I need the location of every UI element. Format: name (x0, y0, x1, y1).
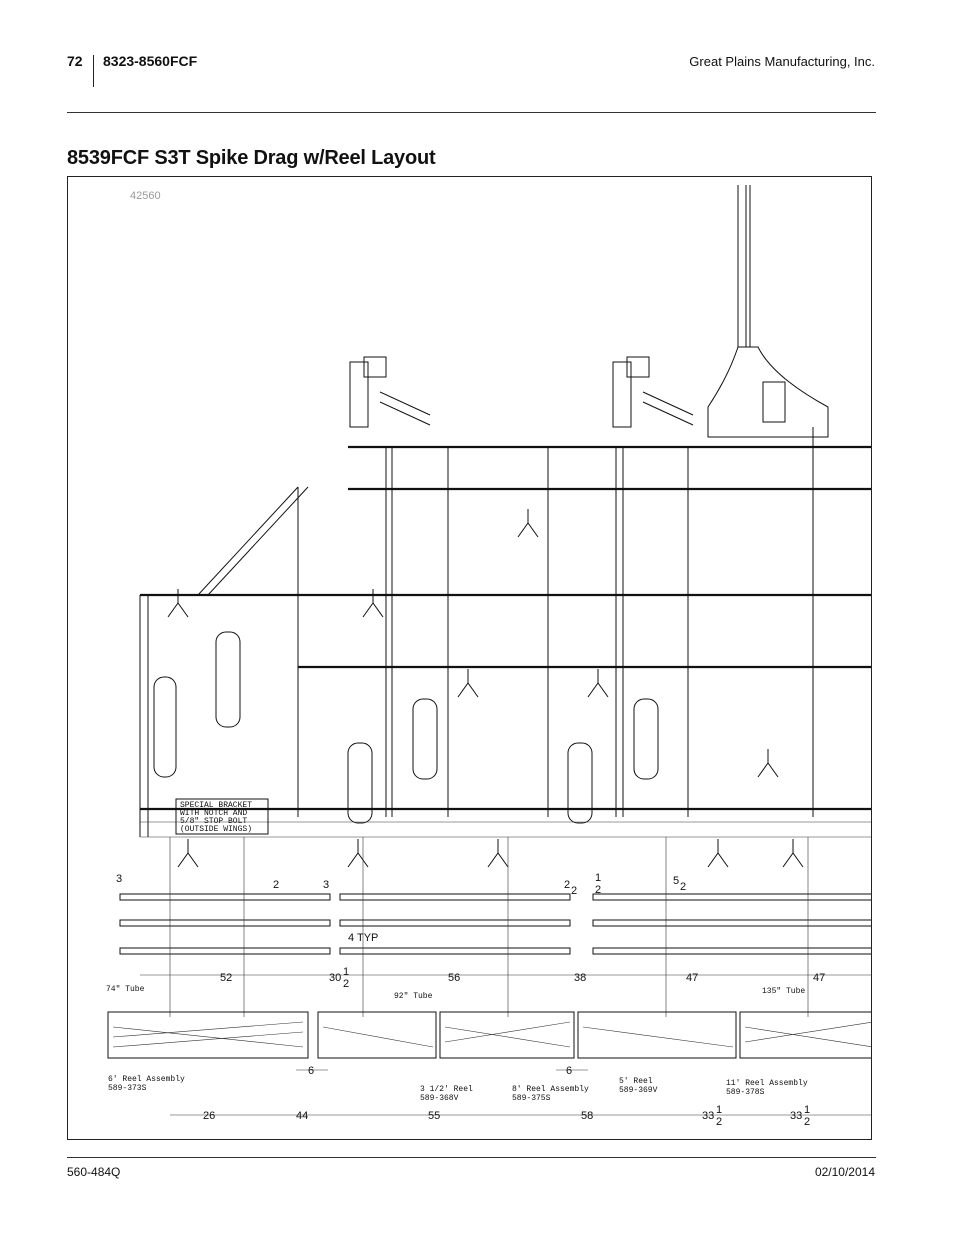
page-title: 8539FCF S3T Spike Drag w/Reel Layout (67, 147, 436, 169)
dim-row2-2: 44 (296, 1110, 308, 1122)
reel-35-name: 3 1/2' Reel (420, 1085, 473, 1094)
reel-11-name: 11' Reel Assembly (726, 1079, 808, 1088)
dim-3a: 3 (116, 873, 122, 885)
tube-135-label: 135" Tube (762, 987, 805, 996)
reel-6-name: 6' Reel Assembly (108, 1075, 185, 1084)
dim-row1-1: 52 (220, 972, 232, 984)
harrow-bars (119, 893, 871, 955)
dim-row2-1: 26 (203, 1110, 215, 1122)
dim-row1-2-den: 2 (343, 978, 349, 990)
lift-tower-left (349, 356, 431, 428)
document-number: 560-484Q (67, 1165, 121, 1179)
model-number: 8323-8560FCF (103, 53, 198, 69)
dim-row2-5-num: 1 (716, 1104, 722, 1116)
dim-2a: 2 (273, 879, 279, 891)
figure-frame: 42560 (67, 176, 872, 1140)
tube-74-label: 74" Tube (106, 985, 145, 994)
revision-date: 02/10/2014 (814, 1165, 875, 1179)
header-rule (67, 112, 876, 113)
dim-row1-3: 56 (448, 972, 460, 984)
dim-5-frac: 2 (680, 881, 686, 893)
gap-6a: 6 (308, 1065, 314, 1077)
reel-assemblies (107, 1011, 871, 1059)
lift-tower-right (612, 356, 694, 428)
hitch-tongue (707, 185, 829, 438)
spike-clusters (167, 509, 804, 868)
reel-6-part: 589-373S (108, 1084, 147, 1093)
bracket-note-line-3: 5/8" STOP BOLT (180, 817, 247, 826)
tube-drops (169, 837, 809, 1017)
layout-diagram: SPECIAL BRACKET WITH NOTCH AND 5/8" STOP… (106, 185, 871, 1128)
typ4-label: 4 TYP (348, 932, 378, 944)
reel-5-name: 5' Reel (619, 1077, 653, 1086)
dim-row1-4: 38 (574, 972, 586, 984)
dim-2b: 2 (564, 879, 570, 891)
dim-row2-6-den: 2 (804, 1116, 810, 1128)
dim-3b: 3 (323, 879, 329, 891)
dim-half-den: 2 (595, 884, 601, 896)
gap-6b: 6 (566, 1065, 572, 1077)
figure-id: 42560 (130, 190, 161, 202)
footer-rule (67, 1157, 876, 1158)
dim-row1-2-num: 1 (343, 966, 349, 978)
bracket-note: SPECIAL BRACKET WITH NOTCH AND 5/8" STOP… (175, 798, 269, 835)
header-divider (93, 55, 94, 87)
dim-row1-2: 30 (329, 972, 341, 984)
reel-8-name: 8' Reel Assembly (512, 1085, 589, 1094)
reel-11-part: 589-378S (726, 1088, 765, 1097)
dim-row2-6: 33 (790, 1110, 802, 1122)
dim-row2-6-num: 1 (804, 1104, 810, 1116)
dim-row1-5: 47 (686, 972, 698, 984)
transport-wheels (153, 631, 659, 824)
bracket-note-line-1: SPECIAL BRACKET (180, 801, 252, 810)
dim-half-num: 1 (595, 872, 601, 884)
main-frame (139, 427, 871, 838)
dimension-lines (140, 974, 871, 1116)
bracket-note-line-4: (OUTSIDE WINGS) (180, 825, 252, 834)
page-number: 72 (67, 53, 83, 69)
reel-35-part: 589-368V (420, 1094, 459, 1103)
company-name: Great Plains Manufacturing, Inc. (689, 54, 875, 69)
dim-row2-5: 33 (702, 1110, 714, 1122)
dim-row2-4: 58 (581, 1110, 593, 1122)
dim-row2-5-den: 2 (716, 1116, 722, 1128)
bracket-note-line-2: WITH NOTCH AND (180, 809, 247, 818)
dim-row1-6: 47 (813, 972, 825, 984)
tube-92-label: 92" Tube (394, 992, 433, 1001)
reel-5-part: 589-369V (619, 1086, 658, 1095)
dim-5: 5 (673, 875, 679, 887)
dim-2b-frac: 2 (571, 885, 577, 897)
reel-8-part: 589-375S (512, 1094, 551, 1103)
dim-row2-3: 55 (428, 1110, 440, 1122)
